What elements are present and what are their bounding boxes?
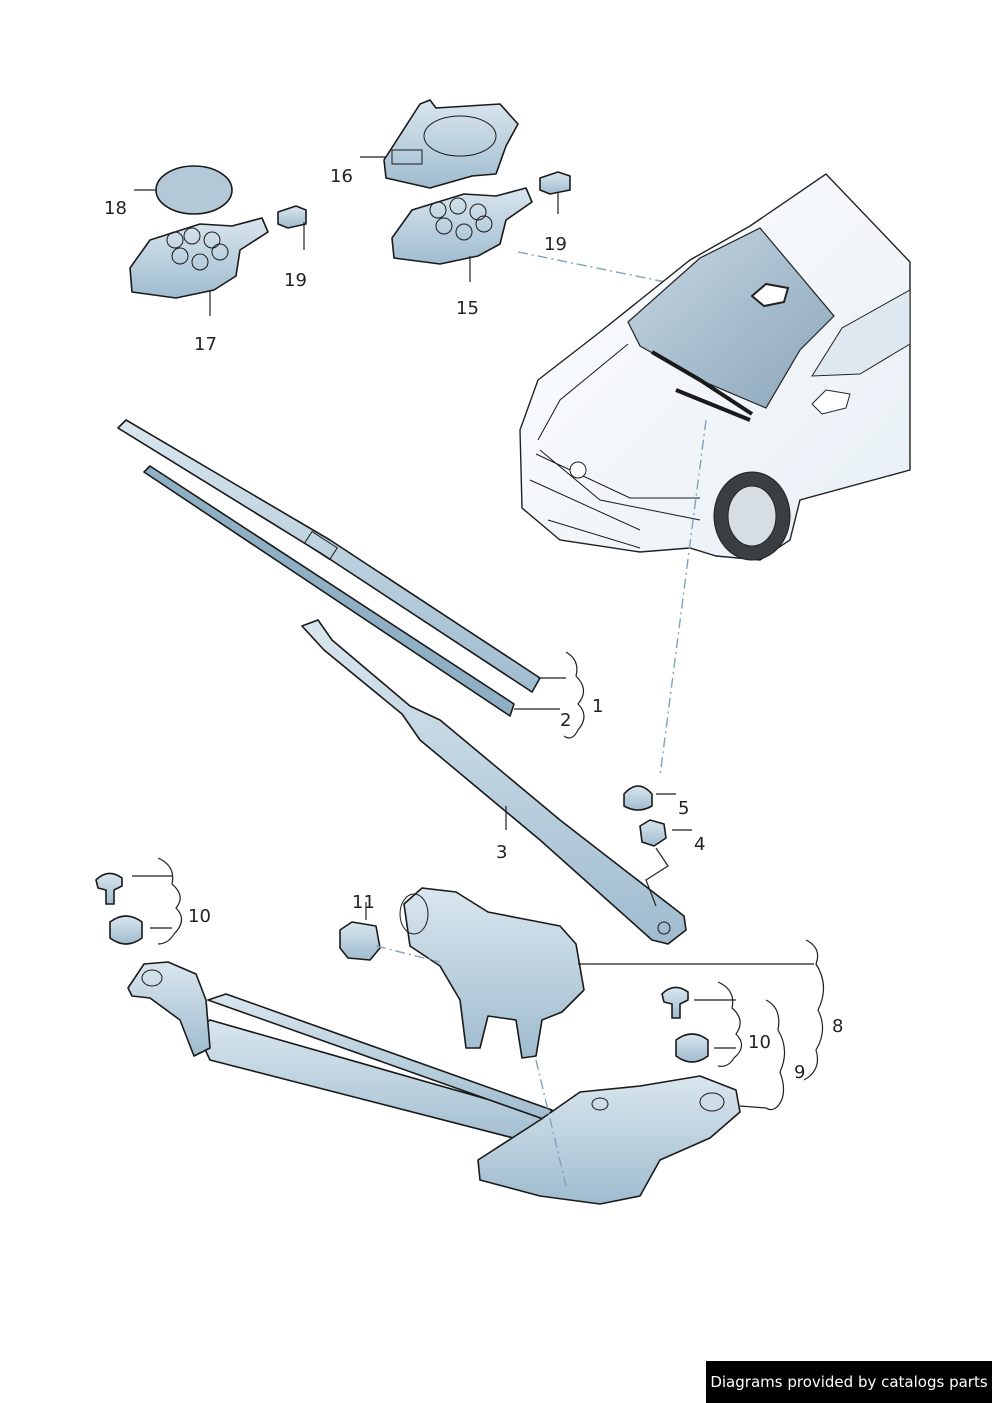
wiper-motor-linkage bbox=[127, 887, 825, 1205]
grille bbox=[529, 453, 700, 549]
rain-sensor-assembly-left bbox=[129, 165, 307, 316]
callout-5: 5 bbox=[678, 798, 689, 819]
linkage-rod-upper bbox=[207, 993, 553, 1121]
rain-sensor-assembly-top bbox=[360, 99, 755, 301]
credit-banner: Diagrams provided by catalogs parts bbox=[706, 1361, 992, 1403]
rain-sensor-15 bbox=[391, 187, 533, 265]
callout-4: 4 bbox=[694, 834, 705, 855]
callout-17: 17 bbox=[194, 334, 217, 355]
rain-sensor-17 bbox=[129, 217, 269, 299]
callout-3: 3 bbox=[496, 842, 507, 863]
motor-connector-11 bbox=[339, 921, 381, 961]
car-wiper bbox=[650, 350, 754, 422]
wiper-motor bbox=[403, 887, 585, 1059]
fastener-group-left bbox=[95, 857, 183, 945]
cap-5 bbox=[623, 785, 653, 811]
callout-19a: 19 bbox=[284, 270, 307, 291]
mirror bbox=[811, 389, 851, 415]
right-pivot-bracket bbox=[477, 1075, 741, 1205]
grommet-left bbox=[109, 915, 143, 945]
linkage-rod bbox=[195, 1019, 561, 1151]
screw-left bbox=[95, 872, 123, 905]
connector-19b bbox=[539, 171, 571, 195]
gel-pad-18 bbox=[155, 165, 233, 215]
callout-2: 2 bbox=[560, 710, 571, 731]
wiper-arm bbox=[301, 619, 687, 945]
wiper-blade-assembly bbox=[117, 419, 585, 739]
grommet-right bbox=[675, 1033, 709, 1063]
left-pivot-bracket bbox=[127, 961, 211, 1057]
callout-9: 9 bbox=[794, 1062, 805, 1083]
callout-18: 18 bbox=[104, 198, 127, 219]
screw-right bbox=[661, 986, 689, 1019]
callout-8: 8 bbox=[832, 1016, 843, 1037]
car-rain-sensor bbox=[750, 282, 790, 308]
callout-10b: 10 bbox=[748, 1032, 771, 1053]
car-illustration bbox=[519, 173, 911, 777]
callout-11: 11 bbox=[352, 892, 375, 913]
connector-19a bbox=[277, 205, 307, 229]
callout-16: 16 bbox=[330, 166, 353, 187]
callout-1: 1 bbox=[592, 696, 603, 717]
callout-10a: 10 bbox=[188, 906, 211, 927]
wiper-arm-assembly bbox=[301, 619, 692, 945]
side-window bbox=[811, 289, 911, 377]
callout-19b: 19 bbox=[544, 234, 567, 255]
hood-line bbox=[537, 343, 701, 521]
fastener-group-right bbox=[661, 981, 743, 1067]
callout-15: 15 bbox=[456, 298, 479, 319]
nut-4 bbox=[639, 819, 667, 847]
badge bbox=[569, 461, 587, 479]
sensor-bracket-16 bbox=[383, 99, 519, 189]
wiper-rubber-refill bbox=[143, 465, 515, 717]
